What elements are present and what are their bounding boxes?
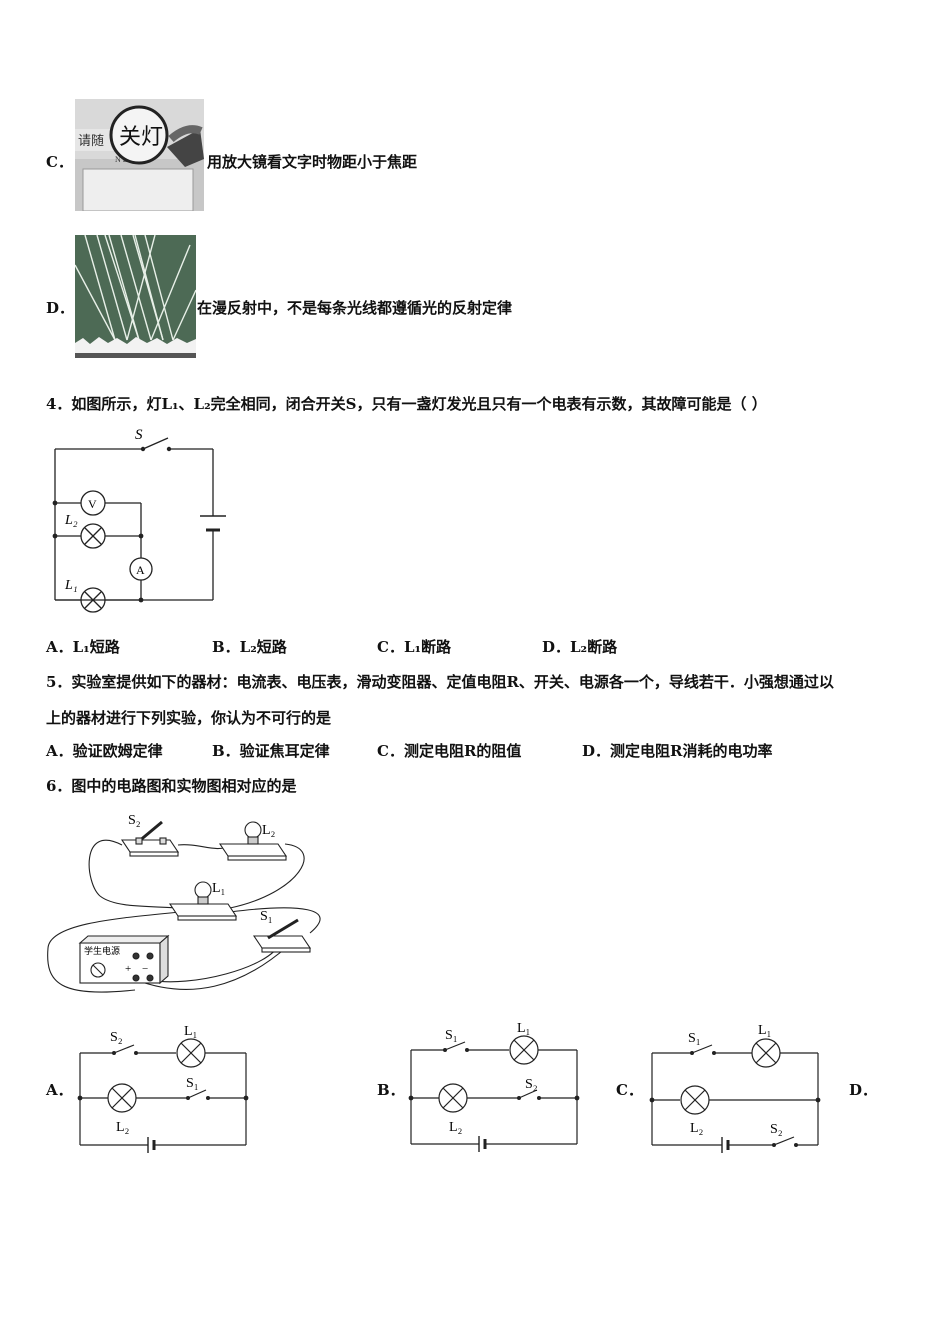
magnifier-photo: 请随 N DENG 关灯: [75, 99, 204, 211]
opt-c-top-switch: S₁: [688, 1031, 701, 1046]
q4-ammeter-label: A: [136, 563, 145, 577]
q4-option-d: D．L₂断路: [542, 638, 618, 656]
q6-physical-circuit: S₂ L₂ L₁ S₁ 学生电源 + −: [47, 813, 321, 993]
option-c-letter: C．: [46, 153, 73, 171]
q6-option-a-letter: A．: [46, 1081, 73, 1099]
opt-a-mid-lamp: L₂: [116, 1120, 130, 1135]
option-d-text: 在漫反射中，不是每条光线都遵循光的反射定律: [197, 299, 513, 317]
q4-option-c: C．L₁断路: [377, 638, 452, 656]
photo-label: 关灯: [119, 124, 163, 149]
q5-option-c: C．测定电阻R的阻值: [377, 742, 522, 760]
q4-switch-label: S: [135, 427, 143, 443]
phys-power-label: 学生电源: [84, 945, 120, 956]
phys-s2-label: S₂: [128, 813, 141, 828]
opt-a-mid-switch: S₁: [186, 1076, 199, 1091]
phys-plus-label: +: [125, 963, 131, 975]
phys-l2-label: L₂: [262, 823, 276, 838]
opt-b-top-lamp: L₁: [517, 1021, 530, 1036]
q4-lamp1-label: L₁: [64, 578, 78, 593]
opt-b-mid-switch: S₂: [525, 1077, 538, 1092]
opt-c-mid-lamp: L₂: [690, 1121, 704, 1136]
opt-a-top-lamp: L₁: [184, 1024, 197, 1039]
opt-c-bottom-switch: S₂: [770, 1122, 783, 1137]
photo-sub-text: 请随: [78, 133, 104, 148]
q6-option-b-circuit: S₁ L₁ S₂ L₂: [408, 1021, 580, 1152]
q4-voltmeter-label: V: [88, 497, 97, 511]
opt-b-mid-lamp: L₂: [449, 1120, 463, 1135]
q6-option-a-circuit: S₂ L₁ S₁ L₂: [77, 1024, 249, 1153]
q5-option-a: A．验证欧姆定律: [46, 742, 163, 760]
q6-option-c-circuit: S₁ L₁ L₂ S₂: [649, 1023, 821, 1153]
phys-s1-label: S₁: [260, 909, 273, 924]
opt-b-top-switch: S₁: [445, 1028, 458, 1043]
q5-option-b: B．验证焦耳定律: [212, 742, 330, 760]
diffuse-reflection-photo: [75, 235, 196, 358]
q6-option-d-letter: D．: [849, 1081, 878, 1099]
q6-option-c-letter: C．: [616, 1081, 643, 1099]
q5-stem-line2: 上的器材进行下列实验，你认为不可行的是: [46, 709, 332, 727]
phys-l1-label: L₁: [212, 881, 225, 896]
option-c-text: 用放大镜看文字时物距小于焦距: [207, 153, 418, 171]
q6-option-b-letter: B．: [377, 1081, 405, 1099]
opt-a-top-switch: S₂: [110, 1030, 123, 1045]
q4-lamp2-label: L₂: [64, 513, 78, 528]
phys-minus-label: −: [142, 963, 148, 975]
q5-stem-line1: 5．实验室提供如下的器材：电流表、电压表，滑动变阻器、定值电阻R、开关、电源各一…: [46, 673, 834, 691]
q5-option-d: D．测定电阻R消耗的电功率: [582, 742, 773, 760]
q4-circuit-diagram: S V A L₂ L₁: [52, 427, 226, 613]
option-d-letter: D．: [46, 299, 75, 317]
q4-option-a: A．L₁短路: [46, 638, 120, 656]
q6-stem: 6．图中的电路图和实物图相对应的是: [46, 777, 297, 795]
q4-option-b: B．L₂短路: [212, 638, 287, 656]
q4-stem: 4．如图所示，灯L₁、L₂完全相同，闭合开关S，只有一盏灯发光且只有一个电表有示…: [46, 395, 767, 413]
opt-c-top-lamp: L₁: [758, 1023, 771, 1038]
